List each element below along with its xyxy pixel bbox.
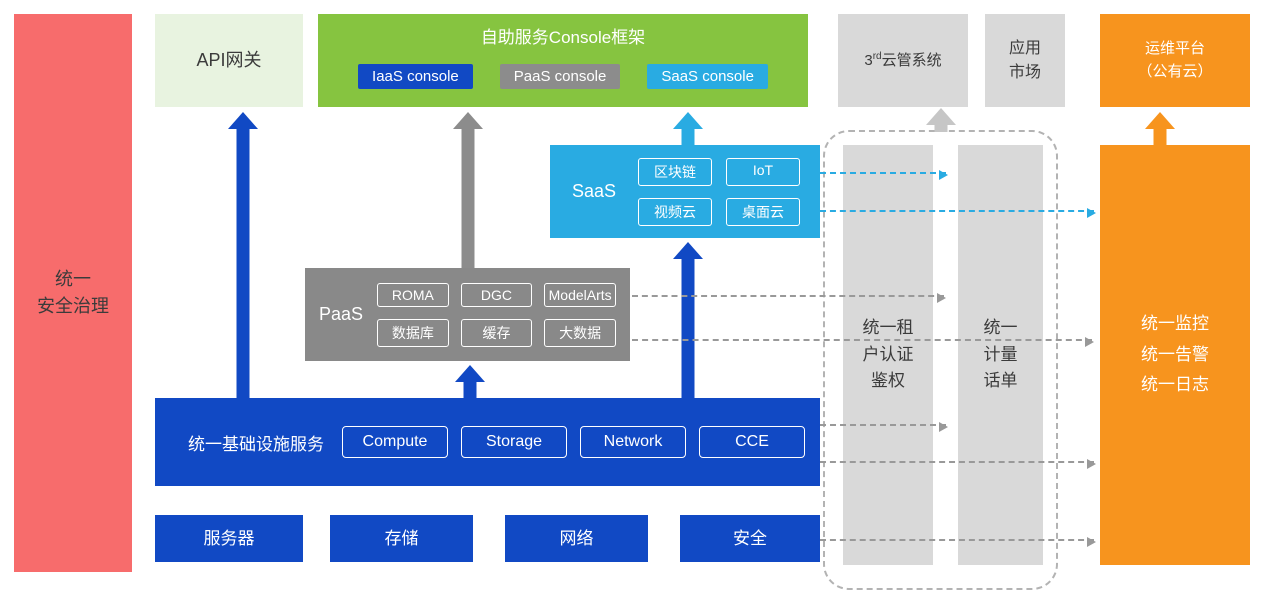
arrow-shaft bbox=[681, 127, 695, 145]
app-market-box: 应用 市场 bbox=[985, 14, 1065, 107]
resource-box-server: 服务器 bbox=[155, 515, 303, 562]
arrow-shaft bbox=[236, 127, 250, 398]
iaas-console-chip: IaaS console bbox=[358, 64, 473, 89]
metering-label: 统一 计量 话单 bbox=[983, 318, 1018, 391]
dashed-arrow-head bbox=[1087, 537, 1096, 547]
saas-box: SaaS 区块链 IoT 视频云 桌面云 bbox=[550, 145, 820, 238]
dashed-arrow-head bbox=[1085, 337, 1094, 347]
paas-item-grid: ROMA DGC ModelArts 数据库 缓存 大数据 bbox=[377, 282, 616, 347]
resource-box-storage: 存储 bbox=[330, 515, 473, 562]
dashed-arrow-paas-to-metering bbox=[632, 293, 946, 303]
arrow-head bbox=[673, 242, 703, 259]
saas-item-grid: 区块链 IoT 视频云 桌面云 bbox=[638, 157, 800, 226]
paas-item-database: 数据库 bbox=[377, 318, 449, 347]
arrow-paas-to-console bbox=[453, 112, 483, 268]
dashed-arrow-resources-to-monitoring bbox=[820, 537, 1096, 547]
metering-bar: 统一 计量 话单 bbox=[958, 145, 1043, 565]
infrastructure-label: 统一基础设施服务 bbox=[188, 434, 324, 454]
saas-label: SaaS bbox=[571, 181, 617, 201]
arrow-saas-to-console bbox=[673, 112, 703, 145]
dashed-arrow-infra-to-metering bbox=[820, 422, 948, 432]
saas-item-iot: IoT bbox=[726, 157, 800, 186]
arrow-group-to-third-party bbox=[926, 108, 956, 132]
infrastructure-box: 统一基础设施服务 Compute Storage Network CCE bbox=[155, 398, 820, 486]
saas-console-chip: SaaS console bbox=[647, 64, 768, 89]
infra-item-cce: CCE bbox=[699, 426, 805, 458]
paas-item-dgc: DGC bbox=[460, 282, 533, 307]
arrow-shaft bbox=[681, 257, 695, 398]
paas-console-chip: PaaS console bbox=[499, 64, 621, 89]
arrow-shaft bbox=[1153, 127, 1167, 145]
security-governance-panel: 统一 安全治理 bbox=[14, 14, 132, 572]
paas-box: PaaS ROMA DGC ModelArts 数据库 缓存 大数据 bbox=[305, 268, 630, 361]
paas-item-bigdata: 大数据 bbox=[544, 318, 616, 347]
console-framework-box: 自助服务Console框架 IaaS console PaaS console … bbox=[318, 14, 808, 107]
arrow-head bbox=[926, 108, 956, 125]
security-governance-label: 统一 安全治理 bbox=[37, 269, 109, 316]
monitoring-label: 统一监控 统一告警 统一日志 bbox=[1141, 314, 1209, 395]
console-chip-row: IaaS console PaaS console SaaS console bbox=[358, 64, 768, 89]
third-party-suffix: 云管系统 bbox=[881, 51, 942, 69]
app-market-label: 应用 市场 bbox=[1008, 39, 1041, 81]
infrastructure-item-row: Compute Storage Network CCE bbox=[342, 426, 805, 458]
dashed-arrow-head bbox=[939, 170, 948, 180]
om-platform-box: 运维平台 （公有云） bbox=[1100, 14, 1250, 107]
infra-item-network: Network bbox=[580, 426, 686, 458]
arrow-monitoring-to-om-platform bbox=[1145, 112, 1175, 145]
arrow-infra-to-paas bbox=[455, 365, 485, 398]
arrow-head bbox=[453, 112, 483, 129]
arrow-shaft bbox=[463, 380, 477, 398]
third-party-cloud-box: 3rd云管系统 bbox=[838, 14, 968, 107]
arrow-shaft bbox=[461, 127, 475, 268]
tenant-auth-bar: 统一租 户认证 鉴权 bbox=[843, 145, 933, 565]
dashed-arrow-head bbox=[1087, 208, 1096, 218]
dashed-arrow-head bbox=[937, 293, 946, 303]
dashed-arrow-saas-to-monitoring bbox=[820, 208, 1096, 218]
dashed-arrow-saas-to-metering bbox=[820, 170, 948, 180]
resource-label-server: 服务器 bbox=[203, 528, 255, 548]
om-platform-label: 运维平台 （公有云） bbox=[1137, 40, 1213, 80]
arrow-infra-to-api-gateway bbox=[228, 112, 258, 398]
infra-item-storage: Storage bbox=[461, 426, 567, 458]
dashed-arrow-infra-to-monitoring bbox=[820, 459, 1096, 469]
arrow-head bbox=[228, 112, 258, 129]
third-party-cloud-label: 3rd云管系统 bbox=[864, 49, 941, 73]
arrow-head bbox=[1145, 112, 1175, 129]
saas-item-blockchain: 区块链 bbox=[638, 157, 712, 186]
saas-item-desktop-cloud: 桌面云 bbox=[726, 197, 800, 226]
resource-label-network: 网络 bbox=[559, 528, 594, 548]
resource-label-storage: 存储 bbox=[384, 528, 419, 548]
resource-box-network: 网络 bbox=[505, 515, 648, 562]
resource-label-security: 安全 bbox=[733, 528, 767, 548]
paas-label: PaaS bbox=[318, 304, 364, 324]
resource-box-security: 安全 bbox=[680, 515, 820, 562]
paas-item-modelarts: ModelArts bbox=[544, 282, 616, 307]
api-gateway-label: API网关 bbox=[196, 50, 262, 70]
arrow-head bbox=[455, 365, 485, 382]
dashed-arrow-paas-to-monitoring bbox=[632, 337, 1094, 347]
paas-item-cache: 缓存 bbox=[460, 318, 533, 347]
third-party-superscript: rd bbox=[872, 50, 882, 62]
monitoring-bar: 统一监控 统一告警 统一日志 bbox=[1100, 145, 1250, 565]
tenant-auth-label: 统一租 户认证 鉴权 bbox=[862, 318, 914, 391]
paas-item-roma: ROMA bbox=[377, 282, 449, 307]
third-party-prefix: 3 bbox=[864, 51, 873, 69]
arrow-shaft bbox=[934, 123, 948, 132]
arrow-head bbox=[673, 112, 703, 129]
console-framework-title: 自助服务Console框架 bbox=[480, 28, 646, 47]
dashed-arrow-head bbox=[1087, 459, 1096, 469]
dashed-arrow-head bbox=[939, 422, 948, 432]
arrow-infra-to-saas bbox=[673, 242, 703, 398]
infra-item-compute: Compute bbox=[342, 426, 448, 458]
api-gateway-box: API网关 bbox=[155, 14, 303, 107]
saas-item-video-cloud: 视频云 bbox=[638, 197, 712, 226]
